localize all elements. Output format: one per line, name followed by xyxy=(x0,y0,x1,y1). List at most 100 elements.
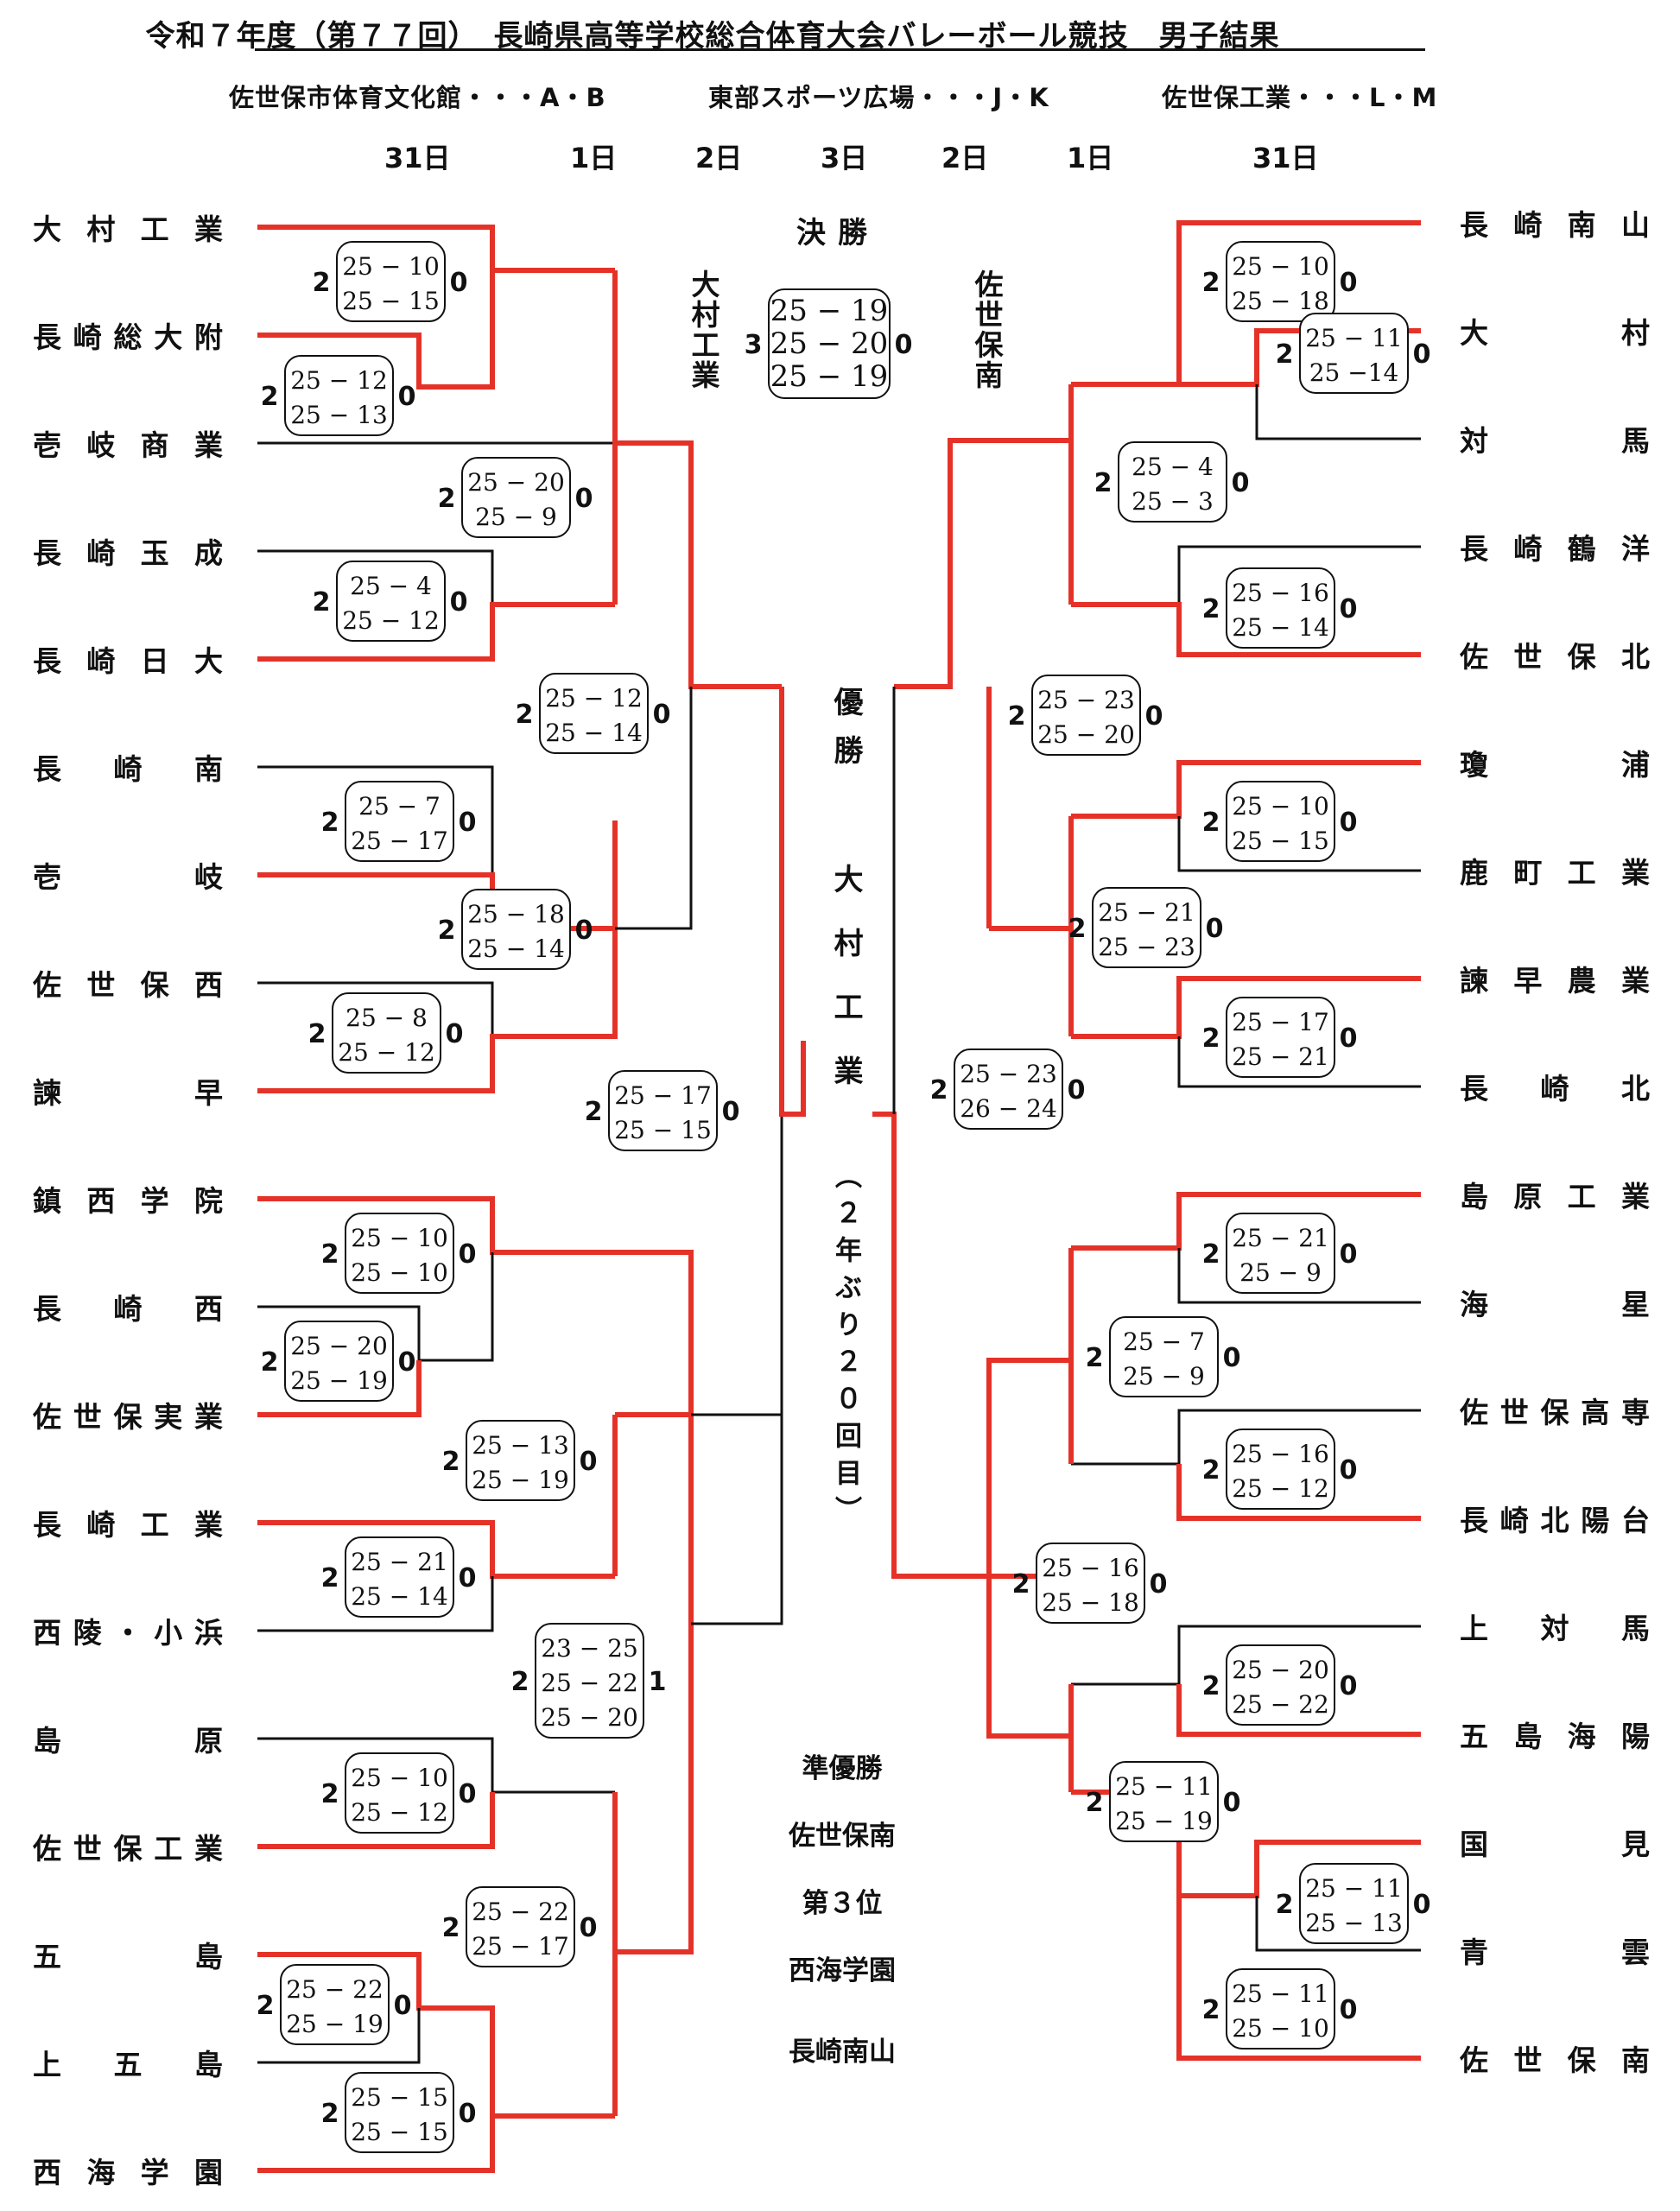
sets-lost: 0 xyxy=(895,330,913,360)
left-team-12: 長崎工業 xyxy=(33,1505,223,1542)
team-name-char: 業 xyxy=(1620,964,1650,998)
team-name-char: 壱 xyxy=(33,428,61,462)
set-score: 25 − 13 xyxy=(472,1431,569,1460)
right-team-5: 瓊浦 xyxy=(1460,745,1650,782)
sets-lost: 0 xyxy=(394,1991,412,2021)
set-score: 25 − 11 xyxy=(1305,1874,1403,1903)
set-score: 25 − 12 xyxy=(342,606,440,635)
team-name-char: 見 xyxy=(1621,1828,1650,1861)
sets-lost: 0 xyxy=(459,1239,477,1270)
winner-path xyxy=(615,440,782,689)
bracket-line xyxy=(1177,816,1421,872)
venue-a-b: 佐世保市体育文化館・・・A・B xyxy=(229,83,606,112)
sets-lost: 0 xyxy=(459,808,477,838)
set-score: 25 − 14 xyxy=(545,719,643,747)
set-score: 25 − 20 xyxy=(1232,1656,1329,1684)
team-name-char: 村 xyxy=(86,212,116,246)
sets-lost: 0 xyxy=(1340,1023,1358,1054)
winner-path xyxy=(1179,1840,1421,1898)
team-name-char: 町 xyxy=(1513,856,1543,890)
sets-won: 2 xyxy=(321,1779,339,1809)
team-name-char: 工 xyxy=(154,1832,183,1866)
sets-lost: 0 xyxy=(1145,701,1163,732)
right-team-6: 鹿町工業 xyxy=(1460,853,1650,890)
sets-won: 2 xyxy=(511,1667,529,1697)
set-score: 25 − 19 xyxy=(286,2010,384,2038)
sets-lost: 0 xyxy=(398,382,416,412)
sets-won: 2 xyxy=(438,484,456,514)
sets-won: 2 xyxy=(321,1239,339,1270)
team-name-char: 工 xyxy=(140,212,169,246)
team-name-char: 瓊 xyxy=(1460,748,1488,782)
sets-won: 2 xyxy=(261,382,279,412)
score-bracket xyxy=(1226,1968,1335,2049)
team-name-char: 崎 xyxy=(1540,1072,1569,1106)
score-bracket xyxy=(345,1536,454,1618)
team-name-char: 専 xyxy=(1621,1396,1650,1429)
winner-path xyxy=(257,1196,615,1255)
score-bracket xyxy=(284,1321,394,1402)
team-name-char: 原 xyxy=(194,1724,223,1758)
team-name-char: 業 xyxy=(194,1400,223,1434)
team-name-char: 諫 xyxy=(33,1076,61,1110)
sets-won: 2 xyxy=(321,808,339,838)
team-name-char: 業 xyxy=(193,212,223,246)
set-score: 25 − 20 xyxy=(770,326,889,361)
score-bracket xyxy=(1299,313,1409,394)
team-name-char: 崎 xyxy=(73,320,102,354)
team-name-char: 長 xyxy=(33,752,61,786)
team-name-char: 南 xyxy=(1567,208,1596,242)
sets-won: 2 xyxy=(313,268,331,298)
team-name-char: 学 xyxy=(140,2156,169,2189)
left-team-13: 西陵・小浜 xyxy=(33,1613,223,1650)
team-name-char: 西 xyxy=(193,968,223,1002)
team-name-char: 佐 xyxy=(1460,1396,1488,1429)
runner-up-label: 準優勝 xyxy=(802,1753,883,1784)
day-label: 31日 xyxy=(1252,142,1319,174)
team-name-char: 台 xyxy=(1621,1504,1650,1537)
score-bracket xyxy=(345,1752,454,1834)
score-bracket xyxy=(1031,675,1141,756)
team-name-char: 早 xyxy=(1513,964,1543,998)
score-bracket xyxy=(1036,1543,1145,1624)
team-name-char: 園 xyxy=(193,2156,223,2189)
sets-lost: 0 xyxy=(580,1913,598,1943)
team-name-char: 保 xyxy=(113,1832,143,1866)
team-name-char: 世 xyxy=(86,968,116,1002)
right-team-3: 長崎鶴洋 xyxy=(1460,529,1650,566)
winner-path xyxy=(615,1250,694,1417)
team-name-char: 長 xyxy=(33,320,61,354)
final-label: 決勝 xyxy=(796,216,879,250)
right-team-7: 諫早農業 xyxy=(1460,961,1650,998)
sets-won: 2 xyxy=(585,1097,603,1127)
team-name-char: 工 xyxy=(140,1508,169,1542)
set-score: 25 − 18 xyxy=(1232,287,1329,315)
left-team-8: 諫早 xyxy=(33,1074,223,1110)
sets-won: 2 xyxy=(308,1019,326,1049)
score-bracket xyxy=(1299,1863,1409,1944)
team-name-char: 工 xyxy=(1567,1180,1596,1213)
sets-won: 2 xyxy=(321,2099,339,2129)
team-name-char: 上 xyxy=(33,2048,61,2081)
left-team-1: 長崎総大附 xyxy=(33,318,223,354)
final-right-team: 佐世保南 xyxy=(970,269,1004,390)
runner-up-team: 佐世保南 xyxy=(789,1821,896,1852)
sets-won: 2 xyxy=(1086,1343,1104,1373)
set-score: 25 − 14 xyxy=(467,934,565,963)
set-score: 25 − 12 xyxy=(290,366,388,395)
day-label: 2日 xyxy=(695,142,743,174)
sets-lost: 0 xyxy=(653,700,671,730)
third-place-team: 西海学園 xyxy=(789,1955,896,1986)
right-team-14: 五島海陽 xyxy=(1460,1717,1650,1753)
sets-won: 2 xyxy=(516,700,534,730)
team-name-char: 業 xyxy=(193,428,223,462)
bracket-line xyxy=(257,549,494,605)
left-team-4: 長崎日大 xyxy=(33,642,223,678)
